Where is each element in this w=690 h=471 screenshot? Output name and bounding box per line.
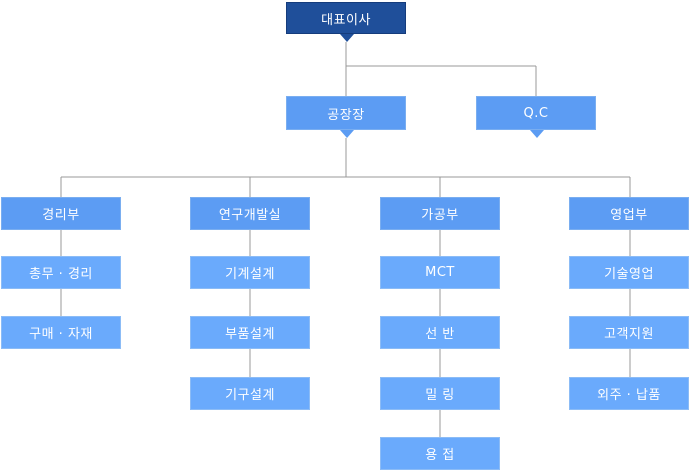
team-purchasing: 구매 · 자재 xyxy=(1,316,121,349)
node-qc: Q.C xyxy=(476,96,596,130)
team-lathe: 선 반 xyxy=(380,316,500,349)
dept-accounting: 경리부 xyxy=(1,197,121,230)
factory-head-pointer-icon xyxy=(340,130,354,138)
team-parts-design: 부품설계 xyxy=(190,316,310,349)
dept-rnd: 연구개발실 xyxy=(190,197,310,230)
team-milling: 밀 링 xyxy=(380,377,500,410)
dept-sales-label: 영업부 xyxy=(610,208,648,223)
team-label: 부품설계 xyxy=(225,327,275,342)
team-mechanical-design: 기계설계 xyxy=(190,256,310,289)
node-ceo: 대표이사 xyxy=(286,2,406,34)
team-label: 고객지원 xyxy=(604,327,654,342)
team-label: MCT xyxy=(425,265,455,280)
team-label: 외주 · 납품 xyxy=(597,388,661,403)
team-fixture-design: 기구설계 xyxy=(190,377,310,410)
team-technical-sales: 기술영업 xyxy=(569,256,689,289)
team-general-affairs: 총무 · 경리 xyxy=(1,256,121,289)
node-qc-label: Q.C xyxy=(523,105,549,121)
team-label: 선 반 xyxy=(425,327,455,342)
team-mct: MCT xyxy=(380,256,500,289)
team-label: 기구설계 xyxy=(225,388,275,403)
ceo-pointer-icon xyxy=(340,34,354,42)
qc-pointer-icon xyxy=(530,130,544,138)
team-label: 용 접 xyxy=(425,448,455,463)
team-label: 총무 · 경리 xyxy=(29,267,93,282)
dept-machining: 가공부 xyxy=(380,197,500,230)
dept-sales: 영업부 xyxy=(569,197,689,230)
team-label: 구매 · 자재 xyxy=(29,327,93,342)
dept-rnd-label: 연구개발실 xyxy=(218,208,282,223)
team-label: 기계설계 xyxy=(225,267,275,282)
team-welding: 용 접 xyxy=(380,437,500,470)
team-label: 기술영업 xyxy=(604,267,654,282)
node-factory-head: 공장장 xyxy=(286,96,406,130)
team-label: 밀 링 xyxy=(425,388,455,403)
node-ceo-label: 대표이사 xyxy=(321,12,371,28)
team-customer-support: 고객지원 xyxy=(569,316,689,349)
dept-accounting-label: 경리부 xyxy=(42,208,80,223)
team-outsourcing-delivery: 외주 · 납품 xyxy=(569,377,689,410)
dept-machining-label: 가공부 xyxy=(421,208,459,223)
node-factory-head-label: 공장장 xyxy=(327,107,365,123)
